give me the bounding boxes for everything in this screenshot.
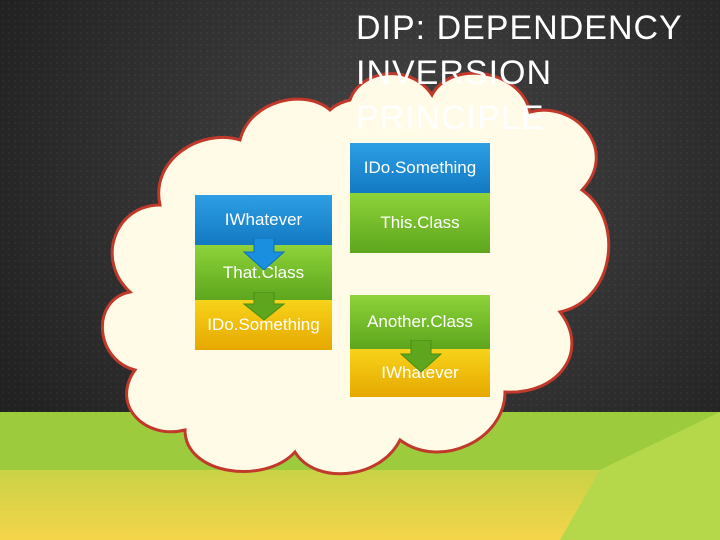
interface-label-iwhatever-bottom: IWhatever: [381, 363, 459, 382]
arrow-down-icon: [242, 238, 286, 271]
arrow-down-icon: [399, 340, 443, 373]
class-box-another-class: Another.Class: [350, 295, 490, 349]
class-box-this-class: This.Class: [350, 193, 490, 253]
class-label-another-class: Another.Class: [367, 312, 473, 331]
class-label-that-class: That.Class: [222, 262, 305, 282]
interface-box-ido-something-left: IDo.Something: [195, 300, 332, 350]
interface-box-ido-something-right: IDo.Something: [350, 143, 490, 193]
interface-label-ido-something-right: IDo.Something: [363, 158, 477, 177]
interface-box-iwhatever: IWhatever: [195, 195, 332, 245]
arrow-down-icon: [242, 292, 286, 321]
interface-box-iwhatever-bottom: IWhatever: [350, 349, 490, 397]
floor-green-right: [560, 412, 720, 540]
class-label-this-class: This.Class: [380, 213, 460, 232]
interface-label-ido-something-left: IDo.Something: [207, 315, 320, 334]
interface-label-iwhatever: IWhatever: [224, 210, 303, 229]
slide-title: DIP: DEPENDENCY INVERSION PRINCIPLE: [356, 9, 683, 137]
